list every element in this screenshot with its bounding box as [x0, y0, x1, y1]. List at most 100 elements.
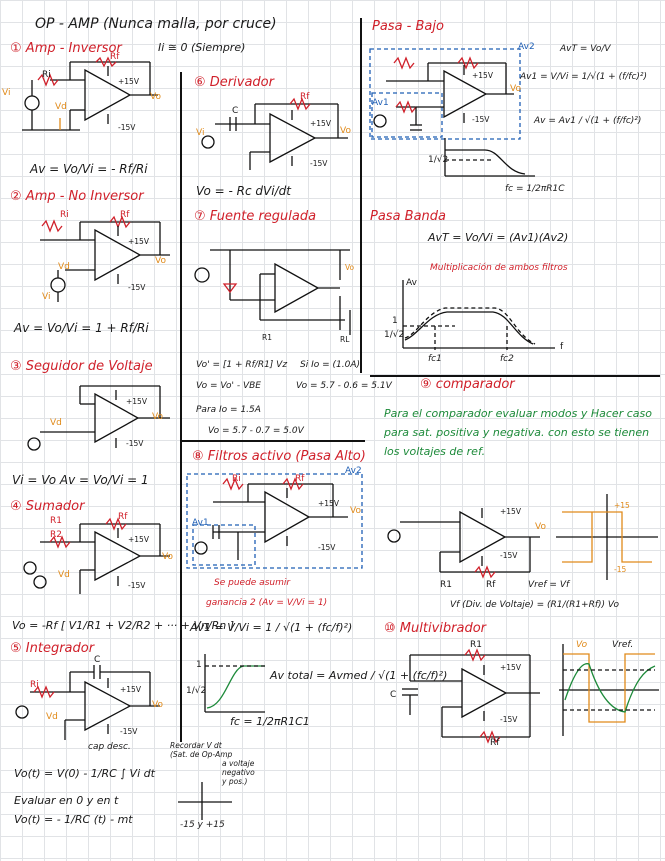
s8-axis-root: 1/√2: [186, 686, 207, 696]
s3-vd: Vd: [50, 418, 62, 428]
recall-line2: (Sat. de Op-Amp: [170, 750, 233, 759]
s8-title-text: Filtros activo (Pasa Alto): [207, 449, 366, 464]
bandpass-axis-1: 1: [392, 316, 398, 326]
s5-cap-note: cap desc.: [88, 742, 131, 752]
s3-vn: -15V: [126, 439, 144, 448]
recall-line3: a voltaje: [222, 759, 255, 768]
s5-vp: +15V: [120, 685, 141, 694]
s10-r1-label: R1: [470, 640, 482, 650]
s4-formula: Vo = -Rf [ V1/R1 + V2/R2 + ··· + Vn/Rn ]: [12, 619, 235, 632]
s8-num: ⑧: [192, 449, 204, 464]
s9-vo: Vo: [535, 522, 546, 532]
s9-r1-label: R1: [440, 580, 452, 590]
lowpass-circuit: [369, 48, 521, 140]
lowpass-axis-root: 1/√2: [428, 155, 449, 165]
s9-p15: +15: [614, 501, 630, 510]
s6-c-label: C: [232, 106, 239, 116]
s3-title: ③ Seguidor de Voltaje: [10, 359, 153, 375]
s4-circuit: [23, 517, 170, 594]
s8-av1: Av1: [192, 518, 209, 528]
s6-rf-label: Rf: [300, 92, 310, 102]
s8-assume: Se puede asumir: [214, 578, 291, 588]
s2-vn: -15V: [128, 283, 146, 292]
s2-vp: +15V: [128, 237, 149, 246]
s7-num: ⑦: [194, 209, 206, 224]
s1-vn: -15V: [118, 123, 136, 132]
lowpass-graph: [444, 138, 535, 177]
s1-title-text: Amp - Inversor: [25, 41, 122, 56]
s5-title: ⑤ Integrador: [10, 641, 95, 657]
s8-gain-note: ganancia 2 (Av = V/Vi = 1): [206, 598, 328, 608]
column-divider-left: [180, 72, 182, 742]
s9-vref: Vref = Vf: [528, 580, 570, 590]
s2-ri-label: Ri: [60, 210, 69, 220]
s8-ri-label: Ri: [232, 474, 241, 484]
s1-title: ① Amp - Inversor: [10, 41, 122, 57]
s7-title: ⑦ Fuente regulada: [194, 209, 317, 225]
s5-formula1: Vo(t) = V(0) - 1/RC ∫ Vi dt: [14, 767, 155, 780]
s10-vo: Vo: [576, 640, 588, 650]
s9-vp: +15V: [500, 507, 521, 516]
recall-line4: negativo: [222, 768, 255, 777]
recall-line1: Recordar V dt: [170, 741, 222, 750]
s8-vo: Vo: [350, 506, 361, 516]
s2-num: ②: [10, 189, 22, 204]
s7-title-text: Fuente regulada: [209, 209, 317, 224]
s1-num: ①: [10, 41, 22, 56]
s4-r2-label: R2: [50, 530, 62, 540]
s1-vi: Vi: [2, 88, 11, 98]
lowpass-av-formula: Av = Av1 / √(1 + (f/fc)²): [534, 116, 642, 126]
lowpass-av1-formula: Av1 = V/Vi = 1/√(1 + (f/fc)²): [520, 72, 648, 82]
s5-ri-label: Ri: [30, 680, 39, 690]
bandpass-graph: [402, 280, 555, 350]
s9-transfer-graph: [556, 494, 658, 580]
s6-num: ⑥: [194, 75, 206, 90]
s7-rl-label: RL: [340, 335, 350, 344]
s2-title: ② Amp - No Inversor: [10, 189, 144, 205]
s7-note2: Vo = 5.7 - 0.6 = 5.1V: [296, 381, 392, 391]
s4-rf-label: Rf: [118, 512, 128, 522]
s5-formula2: Evaluar en 0 y en t: [14, 794, 119, 807]
s4-vo: Vo: [162, 552, 173, 562]
s10-num: ⑩: [384, 621, 396, 636]
lowpass-fc: fc = 1/2πR1C: [505, 184, 565, 194]
s5-title-text: Integrador: [25, 641, 95, 656]
s3-title-text: Seguidor de Voltaje: [25, 359, 153, 374]
s8-vn: -15V: [318, 543, 336, 552]
s3-circuit: [27, 385, 170, 451]
divider-s7-s8: [180, 440, 365, 442]
s1-vp: +15V: [118, 77, 139, 86]
s4-vd: Vd: [58, 570, 70, 580]
s6-formula: Vo = - Rc dVi/dt: [196, 184, 291, 198]
s7-vo: Vo: [345, 263, 355, 272]
s5-vn: -15V: [120, 727, 138, 736]
lowpass-vo: Vo: [510, 84, 521, 94]
s4-num: ④: [10, 499, 22, 514]
s10-vn: -15V: [500, 715, 518, 724]
lowpass-vn: -15V: [472, 115, 490, 124]
lowpass-title: Pasa - Bajo: [372, 19, 444, 34]
s7-circuit: [194, 249, 351, 335]
s8-av2: Av2: [345, 466, 362, 476]
s3-vp: +15V: [126, 397, 147, 406]
s7-formula2: Vo = Vo' - VBE: [196, 381, 261, 391]
page-title: OP - AMP (Nunca malla, por cruce): [35, 16, 277, 32]
s1-circuit: [22, 56, 158, 131]
bandpass-note: Multiplicación de ambos filtros: [430, 263, 568, 273]
s5-num: ⑤: [10, 641, 22, 656]
s2-vd: Vd: [58, 262, 70, 272]
s8-fc: fc = 1/2πR1C1: [230, 715, 310, 728]
bandpass-axis-av: Av: [406, 278, 417, 288]
s2-circuit: [40, 215, 170, 302]
s5-vd: Vd: [46, 712, 58, 722]
s6-title-text: Derivador: [209, 75, 274, 90]
s9-vdiv: Vf (Div. de Voltaje) = (R1/(R1+Rf)) Vo: [450, 600, 620, 610]
s9-circuit: [387, 508, 540, 579]
s4-title: ④ Sumador: [10, 499, 84, 515]
s8-circuit: [186, 473, 363, 569]
lowpass-av2: Av2: [518, 42, 535, 52]
s9-num: ⑨: [420, 377, 432, 392]
divider-right-box: [370, 375, 660, 377]
s2-formula: Av = Vo/Vi = 1 + Rf/Ri: [14, 321, 149, 335]
